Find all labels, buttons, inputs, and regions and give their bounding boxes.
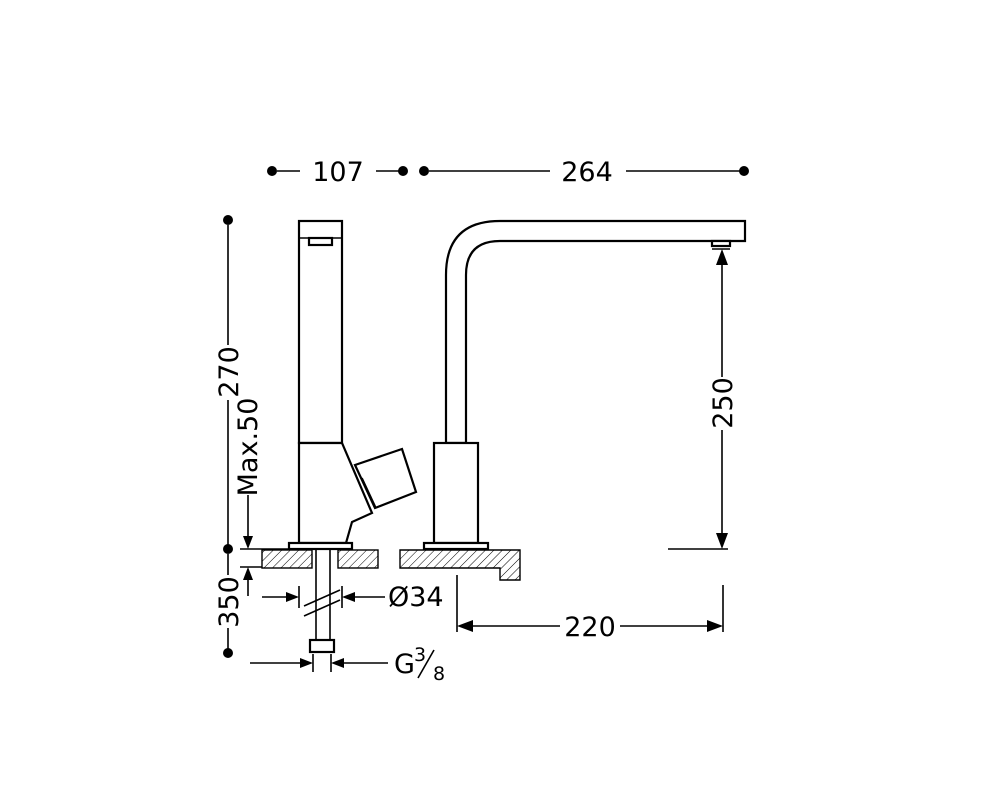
dim-350-bottom-dot [223,648,233,658]
dim-max50-label: Max.50 [233,398,264,497]
dim-thread-arrow-left [300,658,313,668]
dim-max50: Max.50 [233,398,290,596]
dim-250-arrow-down [716,533,728,549]
dim-270-top-dot [223,215,233,225]
dim-264-label: 264 [561,157,613,188]
dim-350-label: 350 [214,576,245,628]
counter-left-section-a [261,549,313,569]
dim-d34-arrow-left [286,592,299,602]
pipe-fitting [308,638,336,654]
dim-d34-label: Ø34 [388,582,444,613]
counter-right-section [399,549,521,581]
dim-250-label: 250 [708,377,739,429]
dim-107-start-dot [267,166,277,176]
dim-diameter: Ø34 [262,582,444,613]
side-lever-handle [353,447,418,510]
front-spout [444,219,747,445]
dim-max50-arrow-up [243,567,253,580]
dim-250: 250 [668,248,739,550]
side-body [297,441,374,545]
dim-250-arrow-up [716,249,728,265]
dim-270-label: 270 [214,346,245,398]
dim-270-bottom-dot [223,544,233,554]
dim-left-vertical: 270 350 [214,215,245,658]
dim-thread-denominator: 8 [433,663,445,685]
dim-264-end-dot [739,166,749,176]
counter-left-section-b [337,549,379,569]
counter-left [261,549,379,569]
dim-107: 107 [267,157,408,188]
dim-thread-numerator: 3 [414,644,426,666]
faucet-front-view [422,219,747,551]
side-aerator [307,236,334,247]
dim-107-label: 107 [312,157,364,188]
side-base-plate [287,541,354,551]
pipe-break-mark-1 [303,589,341,607]
dim-220-arrow-left [457,620,473,632]
dim-thread-arrow-right [331,658,344,668]
dim-107-end-dot [398,166,408,176]
dim-thread-fraction-slash [417,649,435,679]
faucet-side-view [287,219,418,551]
counter-right [399,549,521,581]
dim-220: 220 [456,575,724,643]
side-spout-column [297,219,344,445]
supply-pipe [303,550,341,654]
dim-max50-arrow-down [243,536,253,549]
dim-264: 264 [419,157,749,188]
dim-264-start-dot [419,166,429,176]
dim-d34-arrow-right [342,592,355,602]
pipe-break-mark-2 [303,599,341,617]
front-base-plate [422,541,490,551]
dim-thread: G 3 8 [250,644,445,685]
front-body [432,441,480,545]
front-aerator [710,239,732,248]
dim-220-arrow-right [707,620,723,632]
dim-thread-label-g: G [394,649,415,680]
side-lever-joint [361,477,377,509]
dim-220-label: 220 [564,612,616,643]
